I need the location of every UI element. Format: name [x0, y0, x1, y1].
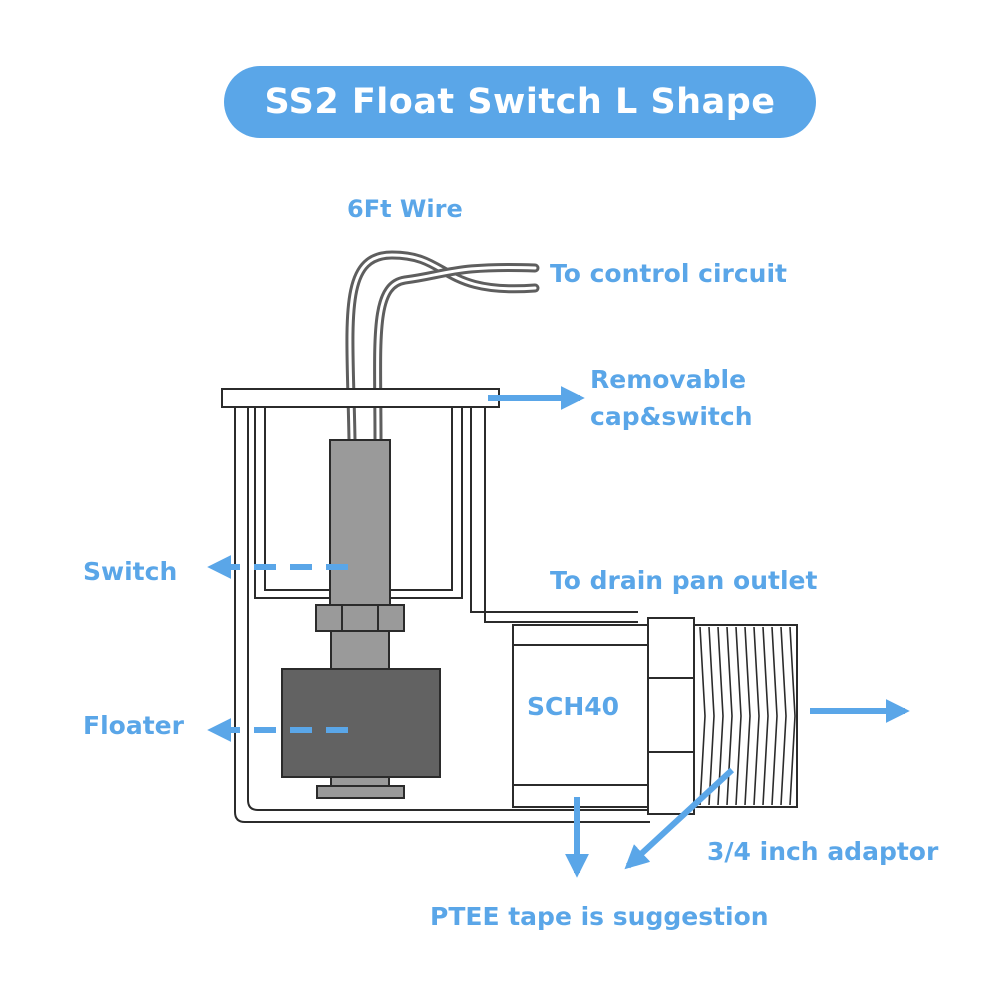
thread-groove — [708, 626, 715, 806]
thread-groove — [753, 626, 760, 806]
adaptor-label: 3/4 inch adaptor — [707, 837, 939, 866]
sch40-label: SCH40 — [527, 692, 619, 721]
cap-label-line2: cap&switch — [590, 402, 753, 431]
floater-label: Floater — [83, 711, 185, 740]
thread-groove — [789, 626, 796, 806]
thread-groove — [771, 626, 778, 806]
thread-groove — [699, 626, 706, 806]
thread-groove — [762, 626, 769, 806]
threaded-adaptor — [693, 624, 798, 808]
adaptor-hex — [647, 617, 695, 815]
hex-nut — [315, 604, 405, 632]
cap-label-line1: Removable — [590, 365, 746, 394]
diagram-title: SS2 Float Switch L Shape — [264, 82, 776, 122]
lower-stem — [330, 630, 390, 672]
thread-groove — [780, 626, 787, 806]
removable-cap — [221, 388, 500, 408]
l-shaped-body — [234, 408, 650, 823]
thread-groove — [744, 626, 751, 806]
switch-label: Switch — [83, 557, 177, 586]
control-circuit-label: To control circuit — [550, 259, 787, 288]
thread-groove — [735, 626, 742, 806]
ptee-arrow-diagonal — [624, 767, 735, 870]
annotation-arrows — [207, 386, 910, 878]
ptee-label: PTEE tape is suggestion — [430, 902, 769, 931]
floater-block — [281, 668, 441, 778]
drain-outlet-label: To drain pan outlet — [550, 566, 817, 595]
wire-label: 6Ft Wire — [347, 195, 463, 223]
floater-washer — [316, 785, 405, 799]
switch-stem — [329, 439, 391, 606]
title-banner: SS2 Float Switch L Shape — [224, 66, 816, 138]
wire-cable — [345, 250, 540, 445]
thread-groove — [717, 626, 724, 806]
